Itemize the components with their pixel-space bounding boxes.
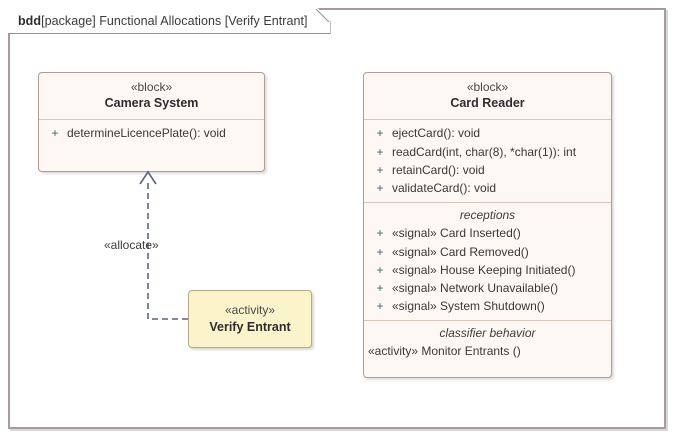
operation-visibility: + xyxy=(376,126,384,141)
operation-visibility: + xyxy=(376,162,384,177)
reception-row[interactable]: + «signal» Card Removed() xyxy=(364,243,611,261)
frame-header-kind: bdd xyxy=(18,13,42,28)
operation-signature: determineLicencePlate(): void xyxy=(67,126,226,141)
operation-visibility: + xyxy=(376,181,384,196)
reception-visibility: + xyxy=(376,262,384,277)
operation-row[interactable]: + validateCard(): void xyxy=(364,179,611,197)
operation-row[interactable]: + readCard(int, char(8), *char(1)): int xyxy=(364,143,611,161)
reception-visibility: + xyxy=(376,281,384,295)
block-camera-system[interactable]: «block» Camera System + determineLicence… xyxy=(38,72,265,172)
operation-signature: readCard(int, char(8), *char(1)): int xyxy=(392,144,577,159)
card-reader-classifier-behavior-compartment: classifier behavior «activity» Monitor E… xyxy=(364,320,611,365)
reception-row[interactable]: + «signal» Card Inserted() xyxy=(364,224,611,242)
verify-entrant-name: Verify Entrant xyxy=(209,319,291,334)
block-verify-entrant[interactable]: «activity» Verify Entrant xyxy=(188,290,312,348)
operation-row[interactable]: + determineLicencePlate(): void xyxy=(39,124,264,142)
reception-row[interactable]: + «signal» System Shutdown() xyxy=(364,297,611,315)
card-reader-header: «block» Card Reader xyxy=(364,73,611,119)
card-reader-stereotype: «block» xyxy=(466,80,509,94)
reception-visibility: + xyxy=(376,226,384,241)
reception-visibility: + xyxy=(376,299,384,314)
allocate-edge-label: «allocate» xyxy=(104,238,159,252)
camera-system-operations-compartment: + determineLicencePlate(): void xyxy=(39,119,264,147)
reception-signature: «signal» System Shutdown() xyxy=(392,299,545,314)
block-card-reader[interactable]: «block» Card Reader + ejectCard(): void … xyxy=(363,72,612,378)
card-reader-operations-compartment: + ejectCard(): void + readCard(int, char… xyxy=(364,119,611,202)
reception-signature: «signal» Card Removed() xyxy=(392,244,529,259)
verify-entrant-stereotype: «activity» xyxy=(224,303,276,318)
frame-header-text: bdd[package] Functional Allocations [Ver… xyxy=(18,14,308,28)
reception-visibility: + xyxy=(376,244,384,259)
reception-signature: «signal» Card Inserted() xyxy=(392,226,521,241)
camera-system-name: Camera System xyxy=(104,96,199,111)
operation-row[interactable]: + retainCard(): void xyxy=(364,161,611,179)
reception-row[interactable]: + «signal» House Keeping Initiated() xyxy=(364,261,611,279)
reception-signature: «signal» Network Unavailable() xyxy=(392,281,559,295)
card-reader-receptions-compartment: receptions + «signal» Card Inserted() + … xyxy=(364,202,611,320)
reception-row[interactable]: + «signal» Network Unavailable() xyxy=(364,279,611,297)
camera-system-header: «block» Camera System xyxy=(39,73,264,119)
classifier-behavior-value[interactable]: «activity» Monitor Entrants () xyxy=(368,344,521,359)
frame-header-scope: [package] Functional Allocations [Verify… xyxy=(41,13,308,28)
operation-visibility: + xyxy=(376,144,384,159)
reception-signature: «signal» House Keeping Initiated() xyxy=(392,262,576,277)
operation-signature: ejectCard(): void xyxy=(392,126,481,141)
operation-signature: validateCard(): void xyxy=(392,181,497,196)
operation-visibility: + xyxy=(51,126,59,141)
camera-system-stereotype: «block» xyxy=(130,80,173,94)
operation-row[interactable]: + ejectCard(): void xyxy=(364,124,611,142)
classifier-behavior-title: classifier behavior xyxy=(439,326,536,341)
operation-signature: retainCard(): void xyxy=(392,162,485,177)
receptions-title: receptions xyxy=(459,208,516,223)
diagram-frame-header: bdd[package] Functional Allocations [Ver… xyxy=(8,8,331,34)
card-reader-name: Card Reader xyxy=(450,96,525,111)
